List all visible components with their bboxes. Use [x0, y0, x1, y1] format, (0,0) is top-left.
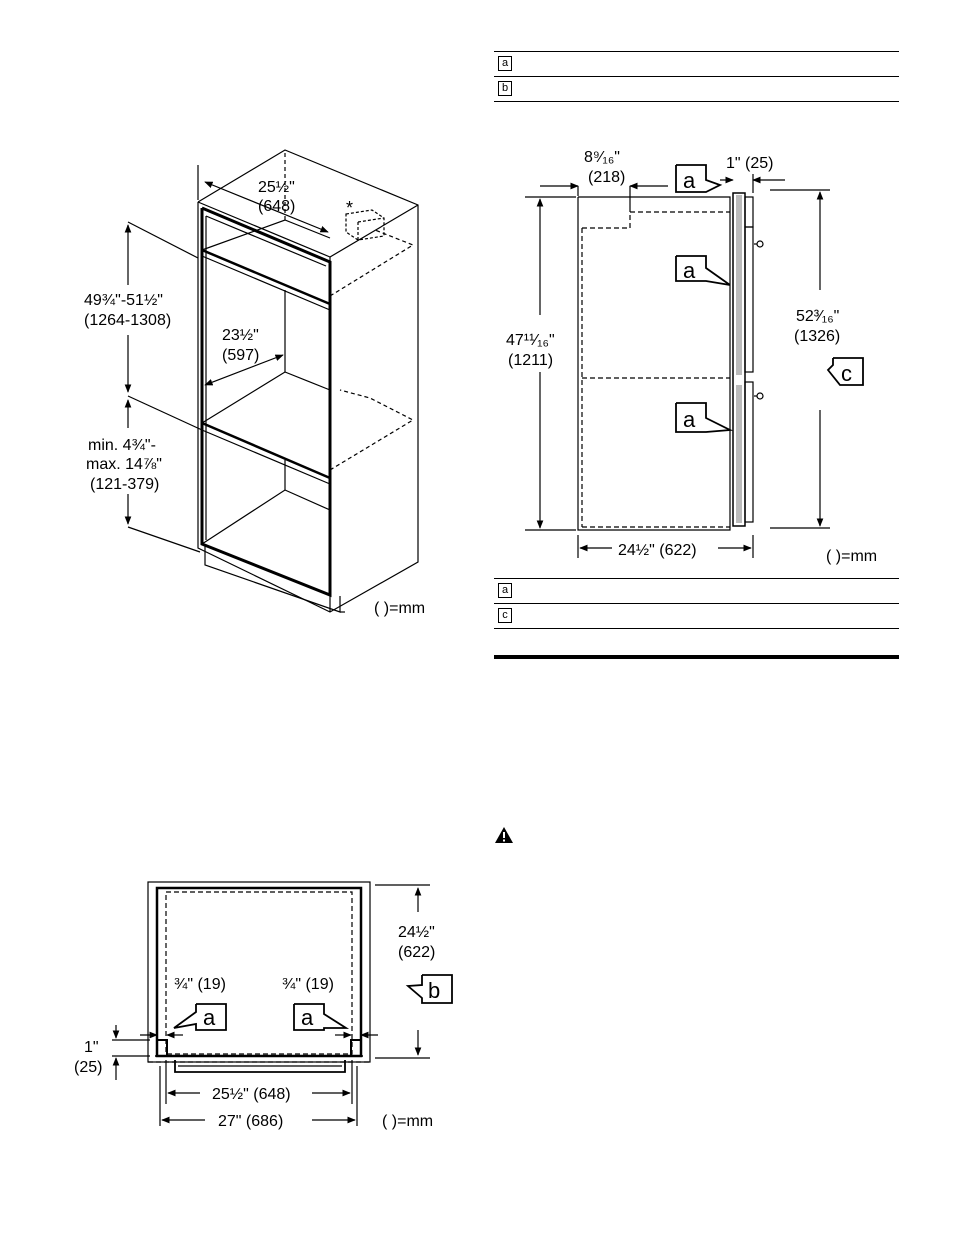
top-depth-mm: (622)	[398, 944, 435, 961]
legend-row: a	[494, 578, 899, 604]
callout-a: a	[301, 1005, 314, 1030]
gap-right: ¾" (19)	[282, 976, 334, 993]
cutout-depth-mm: (597)	[222, 347, 259, 364]
callout-b: b	[428, 978, 440, 1003]
total-height-inches: 52³⁄₁₆"	[796, 308, 839, 325]
cabinet-isometric-diagram: 25½" (648) * 49¾"-51½" (1264-1308) 23½" …	[84, 149, 425, 617]
callout-a: a	[683, 407, 696, 432]
callout-a: a	[683, 168, 696, 193]
unit-note: ( )=mm	[826, 548, 877, 565]
legend-key: c	[498, 608, 512, 623]
oven-depth: 24½" (622)	[618, 542, 697, 559]
outer-width: 27" (686)	[218, 1113, 283, 1130]
callout-c: c	[841, 361, 852, 386]
legend-row: a	[494, 51, 899, 77]
legend-row: c	[494, 604, 899, 629]
legend-row: b	[494, 77, 899, 102]
oven-height-inches: 47¹¹⁄₁₆"	[506, 332, 555, 349]
floor-height-max: max. 14⅞"	[86, 456, 162, 473]
top-offset-mm: (218)	[588, 169, 625, 186]
section-divider	[494, 655, 899, 659]
warning-triangle-icon	[495, 827, 513, 843]
oven-height-mm: (1211)	[508, 352, 553, 369]
unit-note: ( )=mm	[382, 1113, 433, 1130]
floor-height-mm: (121-379)	[90, 476, 159, 493]
legend-key: a	[498, 583, 512, 598]
door-thickness: 1" (25)	[726, 155, 773, 172]
floor-height-min: min. 4¾"-	[88, 437, 156, 454]
side-mm: (25)	[74, 1059, 102, 1076]
callout-a: a	[203, 1005, 216, 1030]
legend-table-top: a b	[494, 51, 899, 102]
top-view-diagram: 24½" (622) ¾" (19) ¾" (19) 1" (25) 25½" …	[74, 881, 453, 1130]
cutout-height-mm: (1264-1308)	[84, 312, 171, 329]
top-offset-inches: 8⁹⁄₁₆"	[584, 149, 620, 166]
cutout-depth-inches: 23½"	[222, 327, 259, 344]
cabinet-width-mm: (648)	[258, 198, 295, 215]
total-height-mm: (1326)	[794, 328, 840, 345]
legend-key: a	[498, 56, 512, 71]
gap-left: ¾" (19)	[174, 976, 226, 993]
legend-key: b	[498, 81, 512, 96]
side-section-diagram: 8⁹⁄₁₆" (218) 1" (25) 47¹¹⁄₁₆" (1211) 52³…	[506, 149, 877, 565]
top-depth-inches: 24½"	[398, 924, 435, 941]
unit-note: ( )=mm	[374, 600, 425, 617]
cabinet-width-inches: 25½"	[258, 179, 295, 196]
junction-box-marker: *	[346, 198, 353, 218]
side-inches: 1"	[84, 1039, 99, 1056]
callout-a: a	[683, 258, 696, 283]
cutout-height-inches: 49¾"-51½"	[84, 292, 163, 309]
inner-width: 25½" (648)	[212, 1086, 291, 1103]
legend-table-bottom: a c	[494, 578, 899, 629]
